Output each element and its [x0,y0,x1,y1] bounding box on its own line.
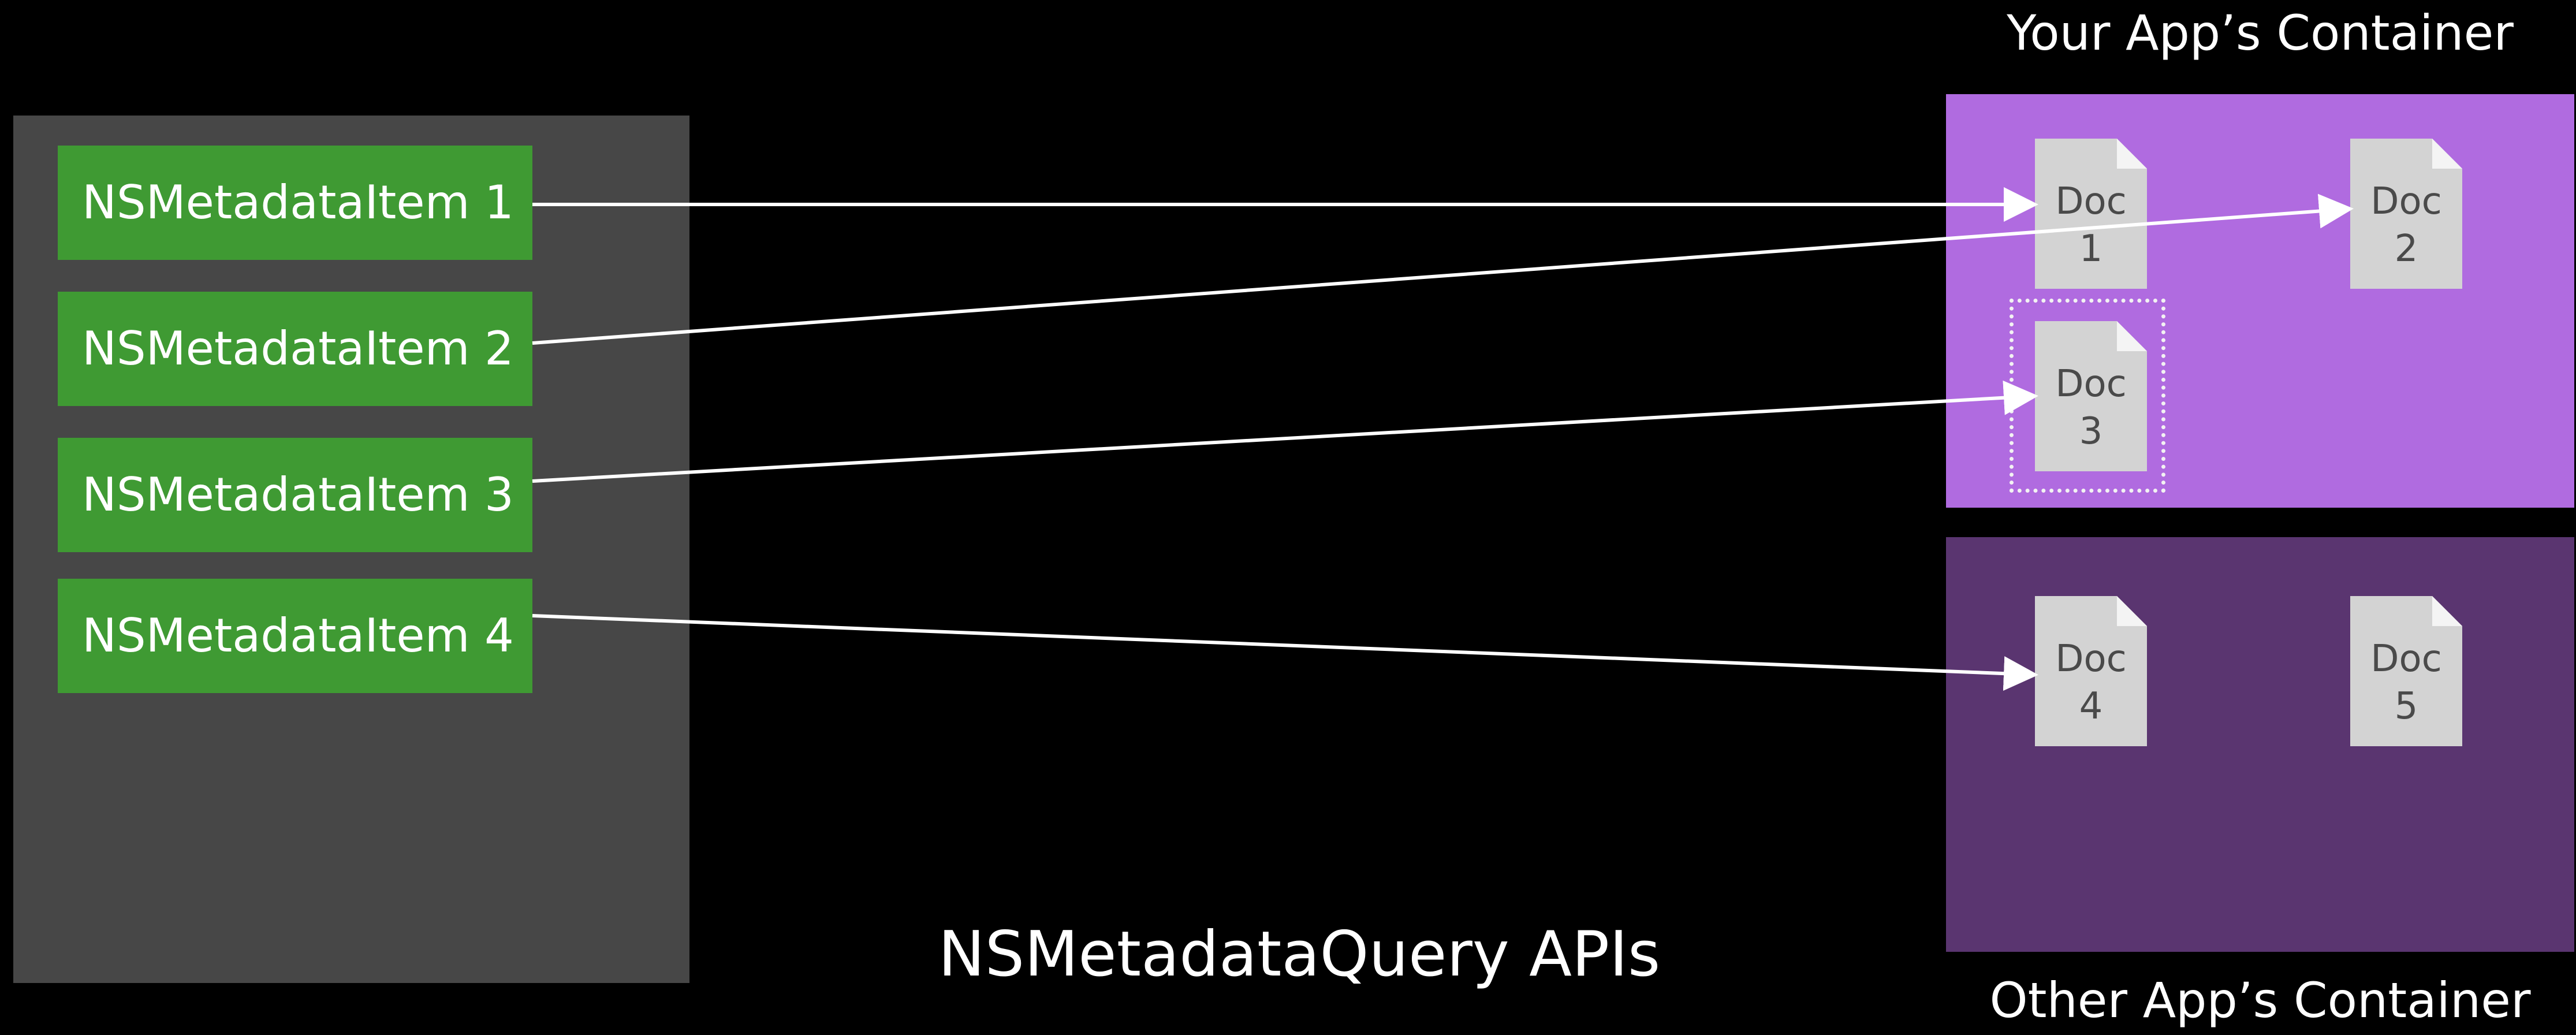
other-container-title: Other App’s Container [1989,972,2531,1029]
document-icon [2035,139,2147,289]
document-4-number: 4 [2079,685,2103,728]
metadata-item-1: NSMetadataItem 1 [58,146,532,260]
document-1-number: 1 [2079,228,2103,270]
metadata-item-3: NSMetadataItem 3 [58,438,532,552]
document-icon [2035,321,2147,471]
your-container-title: Your App’s Container [2007,5,2514,61]
document-2: Doc 2 [2350,139,2462,289]
document-4-name: Doc [2055,638,2127,680]
document-2-number: 2 [2394,228,2418,270]
document-icon [2035,596,2147,746]
document-3-name: Doc [2055,363,2127,405]
metadata-item-2: NSMetadataItem 2 [58,292,532,406]
document-3-number: 3 [2079,410,2103,453]
document-icon [2350,596,2462,746]
document-5-name: Doc [2370,638,2442,680]
document-1-name: Doc [2055,180,2127,223]
document-3: Doc 3 [2035,321,2147,471]
diagram-caption: NSMetadataQuery APIs [938,918,1661,991]
arrow-item-3-to-doc-3 [532,380,2038,483]
arrow-item-4-to-doc-4 [532,614,2038,691]
document-5-number: 5 [2394,685,2418,728]
document-icon [2350,139,2462,289]
document-4: Doc 4 [2035,596,2147,746]
document-2-name: Doc [2370,180,2442,223]
document-5: Doc 5 [2350,596,2462,746]
arrow-item-2-to-doc-2 [532,193,2354,345]
metadata-item-4: NSMetadataItem 4 [58,579,532,693]
document-1: Doc 1 [2035,139,2147,289]
